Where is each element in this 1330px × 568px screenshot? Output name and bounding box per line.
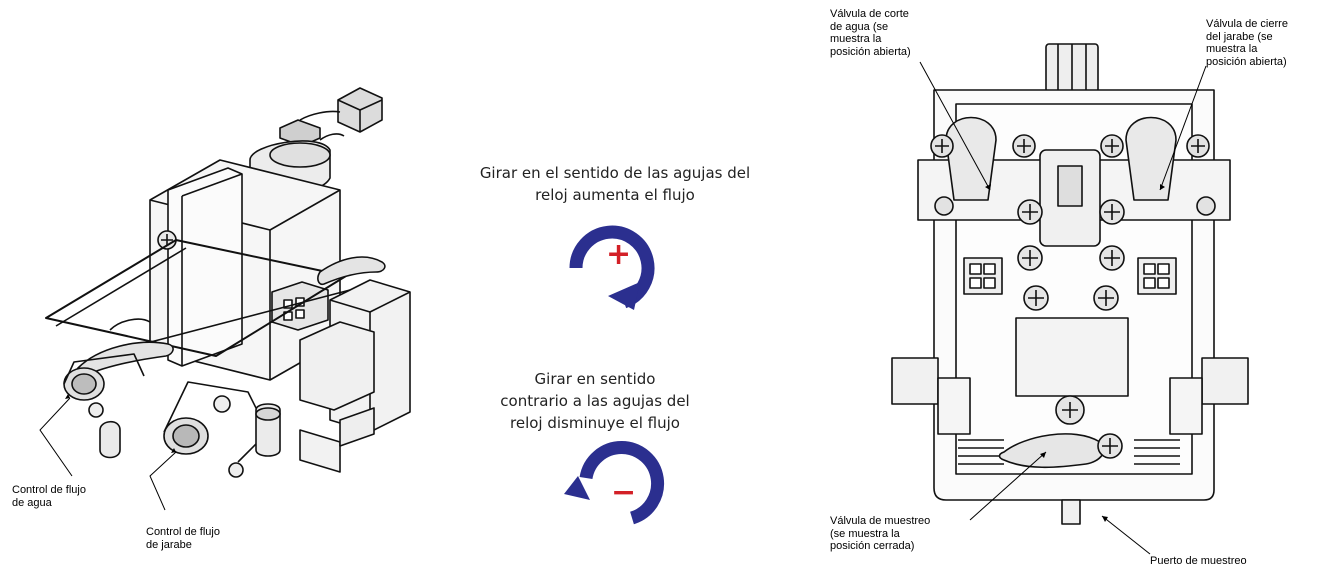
sampling-port-label: Puerto de muestreo — [1150, 555, 1247, 567]
counterclockwise-instruction-text: Girar en sentido contrario a las agujas … — [500, 370, 690, 432]
water-control-leader — [39, 397, 73, 477]
sampling-valve-leader — [969, 451, 1047, 521]
syrup-shutoff-leader — [1159, 65, 1207, 191]
water-shutoff-leader — [919, 61, 991, 191]
sampling-valve-label: Válvula de muestreo (se muestra la posic… — [830, 515, 931, 552]
plus-symbol: + — [606, 237, 632, 272]
sampling-port-leader — [1101, 515, 1151, 555]
syrup-flow-control-label: Control de flujo de jarabe — [146, 526, 220, 551]
clockwise-instruction-text: Girar en el sentido de las agujas del re… — [479, 164, 751, 204]
syrup-control-leader — [149, 451, 177, 511]
water-shutoff-valve-label: Válvula de corte de agua (se muestra la … — [830, 8, 911, 58]
minus-symbol: − — [611, 475, 637, 510]
water-flow-control-label: Control de flujo de agua — [12, 484, 86, 509]
syrup-shutoff-valve-label: Válvula de cierre del jarabe (se muestra… — [1206, 18, 1288, 68]
